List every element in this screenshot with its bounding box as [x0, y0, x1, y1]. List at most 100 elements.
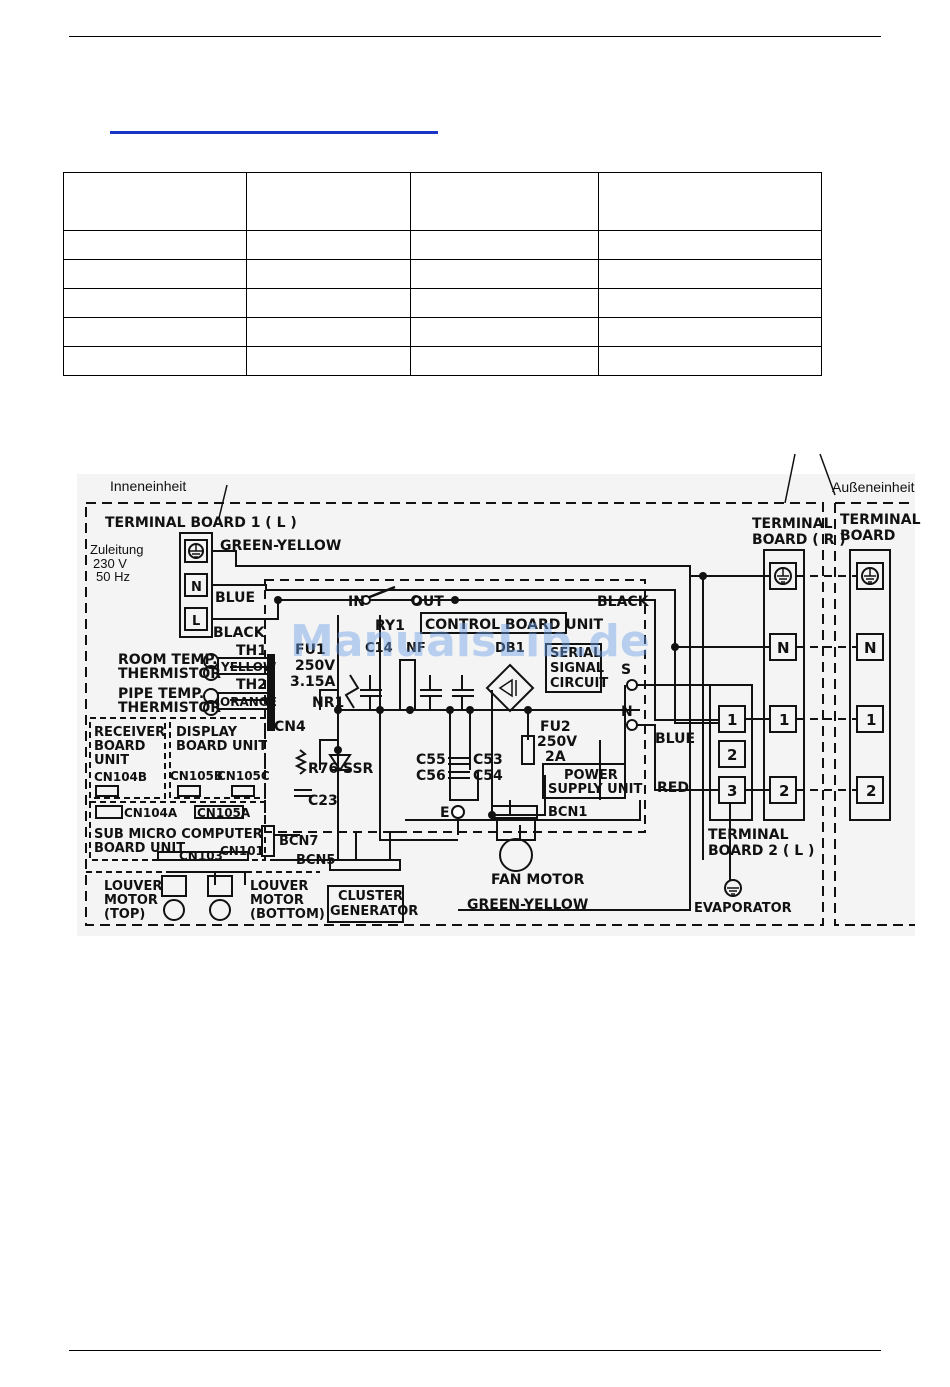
nr1-label: NR1	[312, 695, 344, 711]
control-board-unit-label: CONTROL BOARD UNIT	[425, 617, 604, 633]
receiver-board-label-3: UNIT	[94, 753, 129, 768]
terminal-1-n	[184, 573, 208, 597]
fu2-voltage-label: 250V	[537, 734, 577, 750]
fan-motor-icon	[499, 838, 533, 872]
black-wire-label: BLACK	[213, 625, 266, 641]
earth-terminal-icon	[451, 805, 465, 819]
terminal-o-2-label: 2	[866, 782, 876, 800]
bcn5-connector	[329, 859, 401, 871]
cn4-label: CN4	[274, 719, 306, 735]
outdoor-unit-border	[834, 502, 915, 926]
c14-label: C14	[365, 641, 393, 656]
louver-motor-bottom-body	[207, 875, 233, 897]
blue-wire-label-2: BLUE	[655, 731, 695, 747]
watermark-text: ManualsLib.de	[290, 616, 650, 667]
receiver-board-label-2: BOARD	[94, 739, 146, 754]
control-components	[294, 612, 626, 799]
db1-label: DB1	[495, 641, 525, 656]
pipe-thermistor-label-1: PIPE TEMP.	[118, 686, 204, 702]
terminal-board-r-label-1: TERMINAL	[752, 516, 833, 532]
louver-motor-top-icon	[163, 899, 185, 921]
table-cell	[246, 317, 411, 347]
table-cell	[410, 172, 599, 231]
cn105c-label: CN105C	[217, 769, 270, 783]
terminal-2-1-label: 1	[727, 711, 737, 729]
table-cell	[246, 230, 411, 260]
fu1-label: FU1	[295, 642, 326, 658]
fu1-current-label: 3.15A	[290, 674, 336, 690]
heading-link-underline[interactable]	[110, 131, 438, 134]
serial-signal-label-2: SIGNAL	[550, 661, 604, 676]
louver-bottom-label-1: LOUVER	[250, 879, 308, 894]
terminal-board-1-label: TERMINAL BOARD 1 ( L )	[105, 515, 297, 531]
blue-wire-label: BLUE	[215, 590, 255, 606]
terminal-board-outdoor-frame	[849, 549, 891, 821]
evaporator-ground-icon	[724, 879, 742, 897]
table-cell	[410, 346, 599, 376]
terminal-board-r-label-2: BOARD ( R )	[752, 532, 846, 548]
terminal-1-n-label: N	[191, 580, 202, 595]
bcn5-label: BCN5	[296, 853, 335, 868]
cn105a-connector	[194, 805, 244, 819]
table-cell	[598, 259, 822, 289]
table-cell	[63, 346, 247, 376]
relay-out-label: OUT	[411, 594, 444, 610]
louver-motor-top-body	[161, 875, 187, 897]
wiring-diagram-svg: Inneneinheit Außeneinheit Zuleitung 230 …	[77, 453, 921, 936]
table-cell	[63, 172, 247, 231]
ground-mark-icon	[864, 568, 876, 583]
table-cell	[410, 317, 599, 347]
terminal-1-ground	[184, 539, 208, 563]
indoor-unit-border	[85, 502, 824, 926]
cn105c-connector	[231, 785, 255, 797]
power-supply-label-1: POWER	[564, 768, 618, 783]
louver-top-label-1: LOUVER	[104, 879, 162, 894]
terminal-board-r-frame	[763, 549, 805, 821]
ground-mark-icon	[777, 568, 789, 583]
cn104b-label: CN104B	[94, 770, 147, 784]
table-cell	[246, 288, 411, 318]
table-cell	[410, 259, 599, 289]
louver-bottom-label-3: (BOTTOM)	[250, 907, 325, 922]
green-yellow-wire-label-2: GREEN-YELLOW	[467, 897, 588, 913]
terminal-board-outdoor-label-2: BOARD	[840, 528, 895, 544]
header-rule	[69, 36, 881, 37]
terminal-board-2-label-1: TERMINAL	[708, 827, 789, 843]
supply-voltage-label: 230 V	[93, 556, 127, 571]
th1-label: TH1	[236, 643, 267, 659]
terminal-r-1-label: 1	[779, 711, 789, 729]
terminal-r-n-label: N	[777, 639, 790, 657]
th2-label: TH2	[236, 677, 267, 693]
table-cell	[598, 230, 822, 260]
display-board-label-2: BOARD UNIT	[176, 739, 267, 754]
table-cell	[410, 230, 599, 260]
outdoor-unit-label: Außeneinheit	[832, 479, 915, 495]
table-cell	[598, 288, 822, 318]
nf-label: NF	[406, 641, 426, 656]
table-cell	[598, 317, 822, 347]
louver-bottom-label-2: MOTOR	[250, 893, 304, 908]
fuse-fu2	[521, 735, 535, 765]
sub-micro-label-1: SUB MICRO COMPUTER	[94, 827, 263, 842]
cn101-label: CN101	[220, 844, 264, 858]
ssr-label: SSR	[343, 761, 374, 777]
cn104b-connector	[95, 785, 119, 797]
table-cell	[598, 172, 822, 231]
red-wire-label: RED	[657, 780, 689, 796]
room-thermistor-label-1: ROOM TEMP.	[118, 652, 217, 668]
terminal-2-3-label: 3	[727, 782, 737, 800]
s-terminal-label: S	[621, 662, 631, 678]
table-cell	[63, 230, 247, 260]
serial-signal-label-3: CIRCUIT	[550, 676, 608, 691]
terminal-1-l-label: L	[192, 614, 200, 629]
cn105b-connector	[177, 785, 201, 797]
junction-dots	[274, 572, 707, 819]
cluster-generator-label-2: GENERATOR	[330, 904, 418, 919]
display-board-label-1: DISPLAY	[176, 725, 238, 740]
indoor-unit-label: Inneneinheit	[110, 478, 186, 494]
relay-ry1-label: RY1	[375, 618, 405, 634]
c55-label: C55	[416, 752, 446, 768]
cn105b-label: CN105B	[170, 769, 223, 783]
terminal-r-2-label: 2	[779, 782, 789, 800]
louver-motor-bottom-icon	[209, 899, 231, 921]
